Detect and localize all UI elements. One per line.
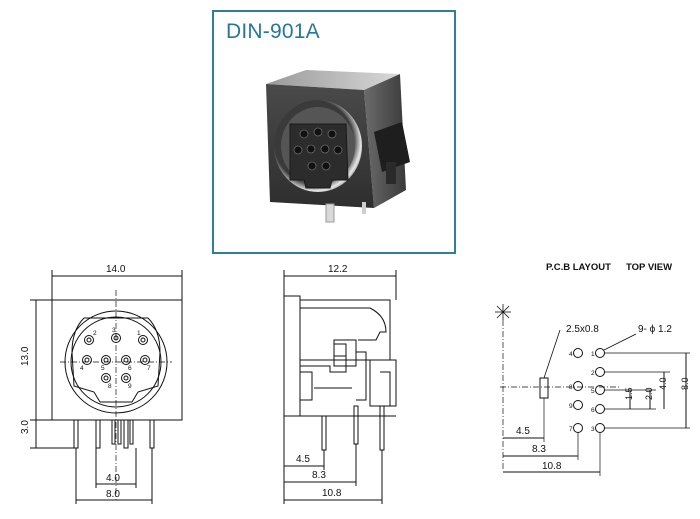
front-pin-span-outer-label: 8.0 xyxy=(106,489,120,500)
hole-number-1: 1 xyxy=(591,351,595,358)
pcb-height-label: 8.0 xyxy=(680,377,690,390)
hole-number-7: 7 xyxy=(569,426,573,433)
side-view xyxy=(283,270,397,504)
pcb-layout-view xyxy=(495,304,690,476)
front-pin-length-label: 3.0 xyxy=(20,420,31,434)
model-title: DIN-901A xyxy=(226,20,320,43)
pin-number-1: 2 xyxy=(93,330,97,337)
pin-number-2: 3 xyxy=(112,327,116,334)
front-height-label: 13.0 xyxy=(20,346,31,366)
side-depth-label: 12.2 xyxy=(328,264,348,275)
hole-number-4: 4 xyxy=(569,351,573,358)
pin-number-5: 5 xyxy=(101,365,105,372)
pcb-dim-c-label: 10.8 xyxy=(542,461,562,472)
product-photo-frame: DIN-901A xyxy=(212,10,456,254)
pin-number-3: 1 xyxy=(137,330,141,337)
connector-photo xyxy=(266,70,410,223)
pin-number-4: 4 xyxy=(80,365,84,372)
hole-number-6: 6 xyxy=(591,407,595,414)
hole-spec-label: 9- ϕ 1.2 xyxy=(638,324,672,335)
front-width-label: 14.0 xyxy=(106,264,126,275)
pcb-pitch-a-label: 1.5 xyxy=(624,387,634,400)
hole-number-9: 9 xyxy=(569,403,573,410)
hole-number-3: 3 xyxy=(591,426,595,433)
pcb-pitch-c-label: 4.0 xyxy=(658,377,668,390)
side-dim-b-label: 8.3 xyxy=(312,470,326,481)
side-dim-c-label: 10.8 xyxy=(322,488,342,499)
pcb-layout-heading: P.C.B LAYOUT xyxy=(546,262,611,273)
front-view xyxy=(30,270,183,504)
hole-number-5: 5 xyxy=(591,388,595,395)
hole-number-8: 8 xyxy=(569,384,573,391)
pin-number-7: 7 xyxy=(147,365,151,372)
pin-number-9: 9 xyxy=(128,383,132,390)
pcb-dim-a-label: 4.5 xyxy=(516,426,530,437)
hole-number-2: 2 xyxy=(591,370,595,377)
top-view-heading: TOP VIEW xyxy=(626,262,672,273)
front-pin-span-inner-label: 4.0 xyxy=(106,473,120,484)
slot-size-label: 2.5x0.8 xyxy=(566,324,599,335)
pin-number-8: 8 xyxy=(108,383,112,390)
side-dim-a-label: 4.5 xyxy=(296,454,310,465)
pin-number-6: 6 xyxy=(128,365,132,372)
pcb-pitch-b-label: 2.0 xyxy=(644,387,654,400)
pcb-dim-b-label: 8.3 xyxy=(532,444,546,455)
